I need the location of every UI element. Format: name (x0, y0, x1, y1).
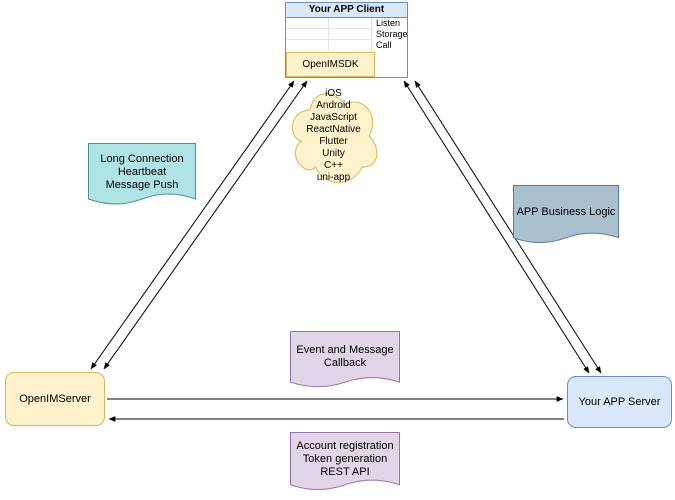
document-shape-icon (513, 185, 619, 251)
note-rest-api-text: Account registration Token generation RE… (296, 439, 394, 478)
app-client-node: Your APP Client Listen Storage Call Open… (285, 2, 408, 78)
app-client-title: Your APP Client (286, 3, 407, 18)
platforms-list: iOS Android JavaScript ReactNative Flutt… (306, 88, 361, 183)
grid-line-horizontal-1 (286, 28, 372, 29)
your-app-server-node: Your APP Server (567, 376, 672, 428)
label-call: Call (376, 40, 392, 50)
label-storage: Storage (376, 29, 408, 39)
note-long-connection: Long Connection Heartbeat Message Push (88, 143, 196, 213)
openimsdk-node: OpenIMSDK (286, 52, 375, 77)
cloud-shape-icon (286, 84, 381, 188)
platforms-cloud: iOS Android JavaScript ReactNative Flutt… (286, 84, 381, 188)
grid-line-vertical (328, 18, 329, 51)
document-shape-icon (290, 432, 400, 498)
note-event-callback-text: Event and Message Callback (296, 344, 394, 369)
note-event-callback: Event and Message Callback (290, 331, 400, 395)
document-shape-icon (290, 331, 400, 395)
note-app-business-logic: APP Business Logic (513, 185, 619, 251)
app-client-body: Listen Storage Call OpenIMSDK (286, 18, 408, 77)
label-listen: Listen (376, 18, 401, 28)
note-app-business-logic-text: APP Business Logic (516, 205, 616, 218)
note-long-connection-text: Long Connection Heartbeat Message Push (100, 152, 184, 191)
client-interface-labels: Listen Storage Call (376, 18, 408, 51)
edge-openimserver-sdk-1 (90, 80, 295, 370)
grid-line-horizontal-2 (286, 39, 372, 40)
client-grid (286, 18, 372, 51)
document-shape-icon (88, 143, 196, 213)
openimserver-node: OpenIMServer (5, 372, 105, 426)
note-rest-api: Account registration Token generation RE… (290, 432, 400, 498)
